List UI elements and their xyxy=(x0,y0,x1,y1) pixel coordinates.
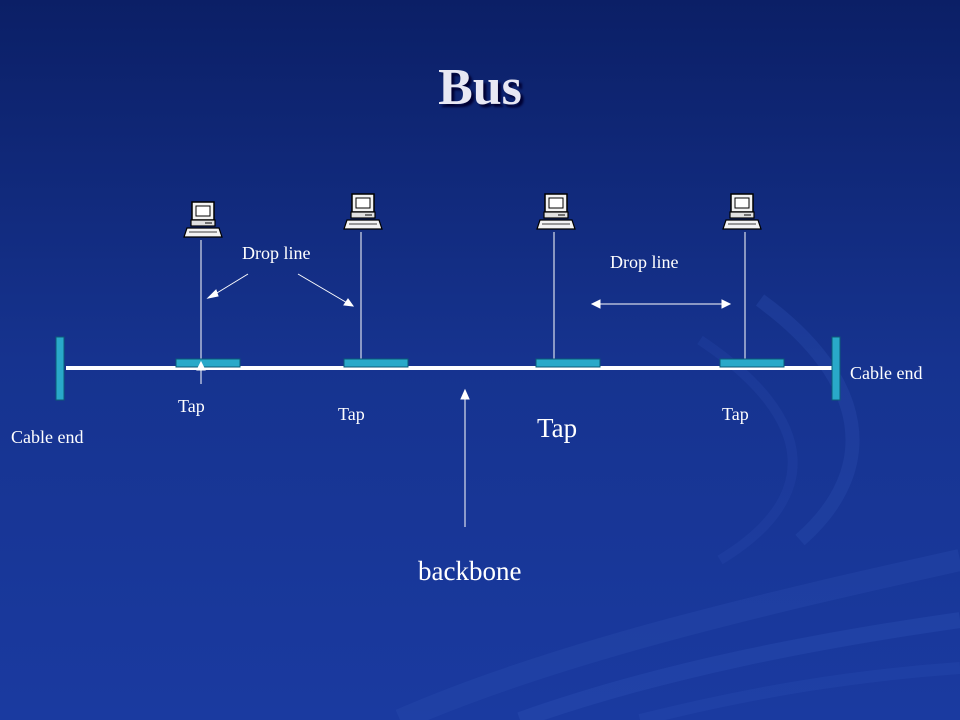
tap-label-2: Tap xyxy=(338,404,365,424)
cable-end-label-right: Cable end xyxy=(850,363,923,383)
tap-connector-1 xyxy=(175,358,241,368)
tap-label-3: Tap xyxy=(537,413,578,443)
slide-title: Bus xyxy=(438,59,522,116)
tap-connector-4 xyxy=(719,358,785,368)
annotation-arrows xyxy=(196,273,732,527)
tap-connector-3 xyxy=(535,358,601,368)
cable-end-label-left: Cable end xyxy=(11,427,84,447)
tap-connector-2 xyxy=(343,358,409,368)
drop-line-label-right: Drop line xyxy=(610,252,679,272)
arrow-drop-line-left xyxy=(211,273,249,297)
backbone-cable xyxy=(66,366,836,370)
backbone-label: backbone xyxy=(418,556,522,586)
tap-label-4: Tap xyxy=(722,404,749,424)
cable-end-right-marker xyxy=(831,336,841,401)
drop-lines xyxy=(200,232,746,366)
cable-end-left-marker xyxy=(55,336,65,401)
tap-label-1: Tap xyxy=(178,396,205,416)
drop-line-label-left: Drop line xyxy=(242,243,311,263)
background-swoosh xyxy=(395,294,960,720)
arrow-drop-line-right xyxy=(297,273,350,305)
